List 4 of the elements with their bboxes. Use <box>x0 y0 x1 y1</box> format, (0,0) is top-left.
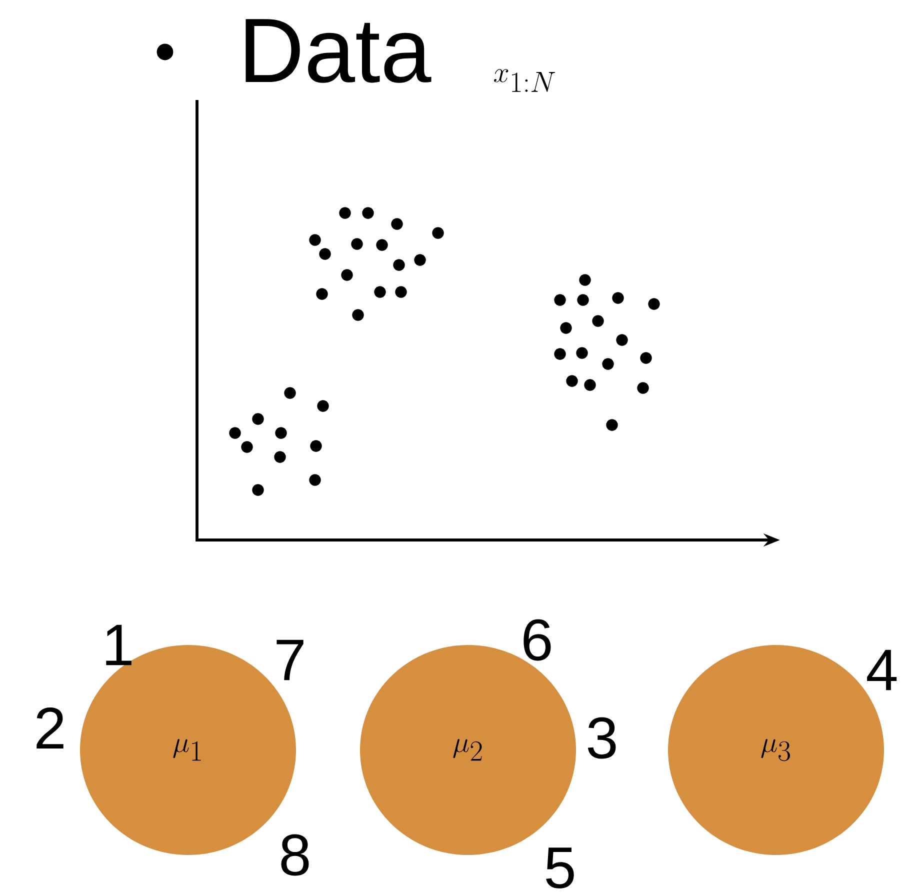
number-label: 3 <box>588 717 616 759</box>
title-text: Data <box>246 19 432 83</box>
formula: $x_{1:N}$ <box>494 69 556 92</box>
number-label: 2 <box>36 708 64 748</box>
